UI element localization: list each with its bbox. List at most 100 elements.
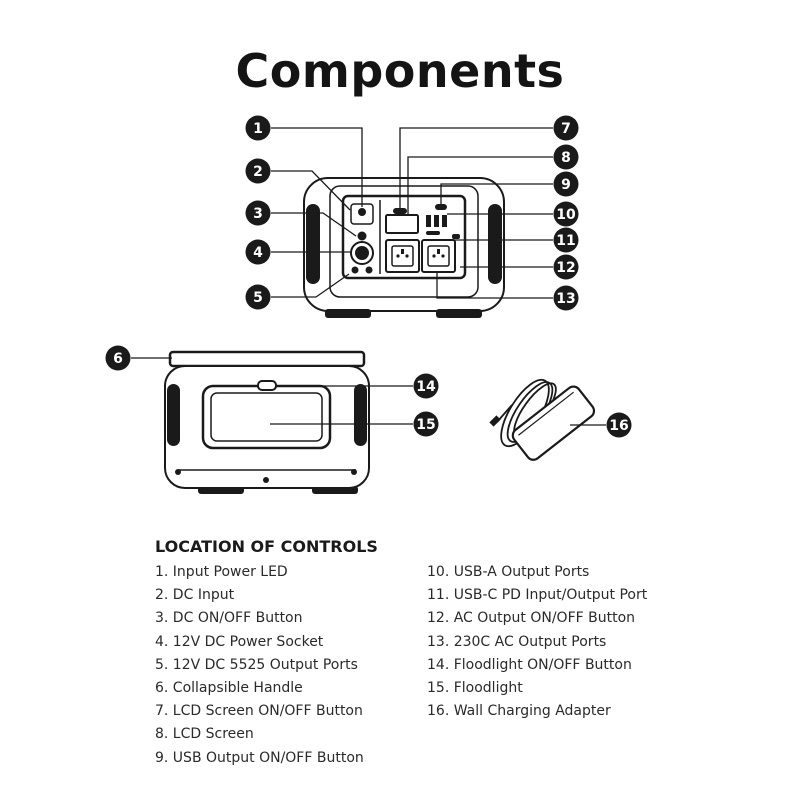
- svg-text:5: 5: [253, 290, 263, 306]
- ac-socket-left-slot: [401, 249, 404, 254]
- callout-13: 13: [553, 285, 579, 311]
- leader-5: [271, 273, 350, 298]
- ac-socket-right-slot: [437, 249, 440, 254]
- usb-c-port: [426, 231, 440, 235]
- control-item: 3. DC ON/OFF Button: [155, 610, 303, 627]
- dc-onoff-button: [357, 231, 367, 241]
- front-control-panel: [341, 194, 467, 280]
- lcd-screen: [385, 214, 419, 234]
- collapsible-handle: [168, 350, 366, 368]
- usb-onoff-button: [435, 204, 447, 210]
- ac-onoff-button: [452, 234, 460, 239]
- lcd-onoff-button: [393, 208, 407, 214]
- callout-8: 8: [553, 144, 579, 170]
- svg-text:3: 3: [253, 206, 263, 222]
- leader-2: [271, 170, 351, 211]
- controls-heading: LOCATION OF CONTROLS: [155, 537, 378, 556]
- svg-text:13: 13: [556, 291, 575, 307]
- usb-a-port-1: [426, 215, 431, 227]
- control-item: 6. Collapsible Handle: [155, 680, 303, 697]
- leader-7: [399, 127, 553, 208]
- callout-11: 11: [553, 227, 579, 253]
- svg-text:6: 6: [113, 351, 123, 367]
- callout-15: 15: [413, 411, 439, 437]
- leader-8: [407, 156, 553, 215]
- svg-text:2: 2: [253, 164, 263, 180]
- front-view: [303, 177, 505, 318]
- callout-7: 7: [553, 115, 579, 141]
- control-item: 9. USB Output ON/OFF Button: [155, 749, 364, 766]
- ac-socket-left: [385, 239, 420, 273]
- callout-badges: 1 2 3 4 5 6 7: [105, 115, 632, 438]
- callout-6: 6: [105, 345, 131, 371]
- callout-4: 4: [245, 239, 271, 265]
- control-item: 11. USB-C PD Input/Output Port: [427, 587, 648, 604]
- callout-12: 12: [553, 254, 579, 280]
- back-screw-right: [351, 469, 357, 475]
- control-item: 16. Wall Charging Adapter: [427, 703, 611, 720]
- callout-16: 16: [606, 412, 632, 438]
- ac-socket-right: [421, 239, 456, 273]
- usb-a-port-2: [434, 215, 439, 227]
- leader-lines: [131, 127, 606, 426]
- control-item: 10. USB-A Output Ports: [427, 564, 590, 580]
- callout-5: 5: [245, 284, 271, 310]
- front-inner-frame: [329, 185, 479, 298]
- back-screw-left: [175, 469, 181, 475]
- dc-input-led: [358, 208, 366, 216]
- controls-list-left: 1. Input Power LED 2. DC Input 3. DC ON/…: [155, 561, 364, 770]
- adapter-brick: [511, 385, 596, 461]
- floodlight-lens: [210, 392, 323, 442]
- svg-text:9: 9: [561, 177, 571, 193]
- usb-a-port-3: [442, 215, 447, 227]
- control-item: 2. DC Input: [155, 587, 235, 604]
- wall-adapter: [489, 378, 596, 461]
- dc-power-socket-inner: [355, 246, 369, 260]
- control-item: 8. LCD Screen: [155, 726, 254, 743]
- components-diagram: 1 2 3 4 5 6 7: [105, 115, 632, 494]
- svg-text:7: 7: [561, 121, 571, 137]
- dc-power-socket-outer: [350, 241, 374, 265]
- dc-5525-port-right: [365, 266, 373, 274]
- front-grip-right: [488, 204, 502, 284]
- svg-text:15: 15: [416, 417, 435, 433]
- control-item: 13. 230C AC Output Ports: [427, 633, 607, 650]
- svg-text:8: 8: [561, 150, 571, 166]
- control-item: 14. Floodlight ON/OFF Button: [427, 656, 632, 673]
- leader-13: [436, 272, 553, 299]
- callout-9: 9: [553, 171, 579, 197]
- control-item: 12. AC Output ON/OFF Button: [427, 610, 636, 627]
- back-grip-right: [354, 384, 367, 446]
- back-screw-center: [263, 477, 269, 483]
- callout-2: 2: [245, 158, 271, 184]
- front-body: [303, 177, 505, 312]
- callout-3: 3: [245, 200, 271, 226]
- adapter-plug: [489, 415, 501, 427]
- dc-5525-port-left: [351, 266, 359, 274]
- control-item: 5. 12V DC 5525 Output Ports: [155, 656, 358, 673]
- front-grip-left: [306, 204, 320, 284]
- control-item: 4. 12V DC Power Socket: [155, 633, 324, 650]
- ac-socket-right-hole-a: [432, 254, 436, 258]
- callout-14: 14: [413, 373, 439, 399]
- control-item: 15. Floodlight: [427, 680, 523, 697]
- page-title: Components: [235, 44, 565, 98]
- svg-text:14: 14: [416, 379, 436, 395]
- back-view: [164, 350, 370, 494]
- svg-text:4: 4: [253, 245, 263, 261]
- ac-socket-right-face: [427, 245, 450, 267]
- ac-socket-right-hole-b: [441, 254, 445, 258]
- ac-socket-left-hole-a: [396, 254, 400, 258]
- leader-1: [271, 127, 363, 207]
- svg-text:12: 12: [556, 260, 575, 276]
- leader-3: [271, 212, 357, 237]
- control-item: 1. Input Power LED: [155, 564, 288, 580]
- floodlight-onoff-button: [257, 380, 277, 391]
- control-item: 7. LCD Screen ON/OFF Button: [155, 703, 363, 720]
- callout-10: 10: [553, 201, 579, 227]
- leader-9: [440, 183, 553, 204]
- back-body: [164, 365, 370, 489]
- svg-text:11: 11: [556, 233, 575, 249]
- callout-1: 1: [245, 115, 271, 141]
